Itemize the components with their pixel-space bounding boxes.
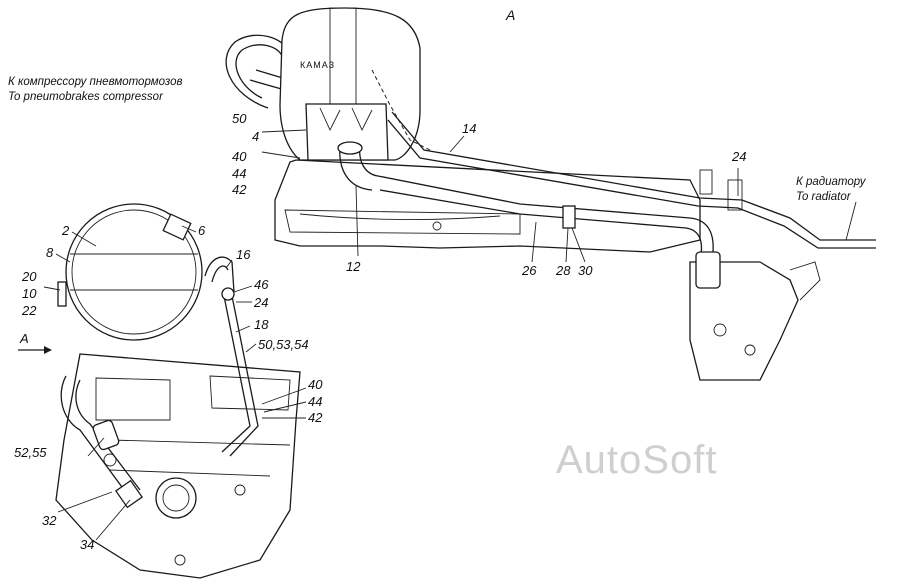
tank-logo: КАМАЗ (300, 60, 336, 70)
tank-front (65, 203, 203, 341)
callout-20: 20 (22, 269, 37, 284)
thermostat-housing (689, 261, 799, 381)
callout-42-bottom: 42 (308, 410, 323, 425)
callout-14: 14 (462, 121, 477, 136)
callout-44-top: 44 (232, 166, 247, 181)
leader-lines (43, 129, 857, 541)
callout-26: 26 (522, 263, 537, 278)
callout-28: 28 (556, 263, 571, 278)
callout-18: 18 (254, 317, 269, 332)
callout-24-bottom: 24 (254, 295, 269, 310)
callout-34: 34 (80, 537, 95, 552)
callout-22: 22 (22, 303, 37, 318)
view-marker: A (506, 7, 516, 23)
caption-radiator-ru: К радиатору (796, 176, 866, 188)
callout-16: 16 (236, 247, 251, 262)
pipe-18 (221, 295, 251, 453)
caption-compressor-en: To pneumobrakes compressor (8, 91, 163, 103)
hose-16 (204, 256, 235, 293)
callout-44-bottom: 44 (308, 394, 323, 409)
callout-52-55: 52,55 (14, 445, 47, 460)
engine-block (274, 159, 701, 253)
view-arrow-label: A (20, 331, 29, 346)
view-a-assembly (225, 7, 876, 381)
callout-42-top: 42 (232, 182, 247, 197)
compressor-hose (225, 34, 289, 109)
callout-12: 12 (346, 259, 361, 274)
callout-40-bottom: 40 (308, 377, 323, 392)
watermark: AutoSoft (556, 438, 718, 482)
callout-40-top: 40 (232, 149, 247, 164)
callout-32: 32 (42, 513, 57, 528)
callout-30: 30 (578, 263, 593, 278)
callout-50-top: 50 (232, 111, 247, 126)
callout-4-top: 4 (252, 129, 260, 144)
callout-8: 8 (46, 245, 54, 260)
front-view-assembly (18, 203, 301, 579)
caption-compressor-ru: К компрессору пневмотормозов (8, 76, 183, 88)
callout-24-top: 24 (732, 149, 747, 164)
callout-50-53-54: 50,53,54 (258, 337, 309, 352)
callout-10: 10 (22, 286, 37, 301)
caption-radiator-en: To radiator (796, 191, 851, 203)
pipe-32 (60, 375, 131, 499)
callout-6: 6 (198, 223, 206, 238)
callout-2: 2 (62, 223, 70, 238)
callout-46: 46 (254, 277, 269, 292)
